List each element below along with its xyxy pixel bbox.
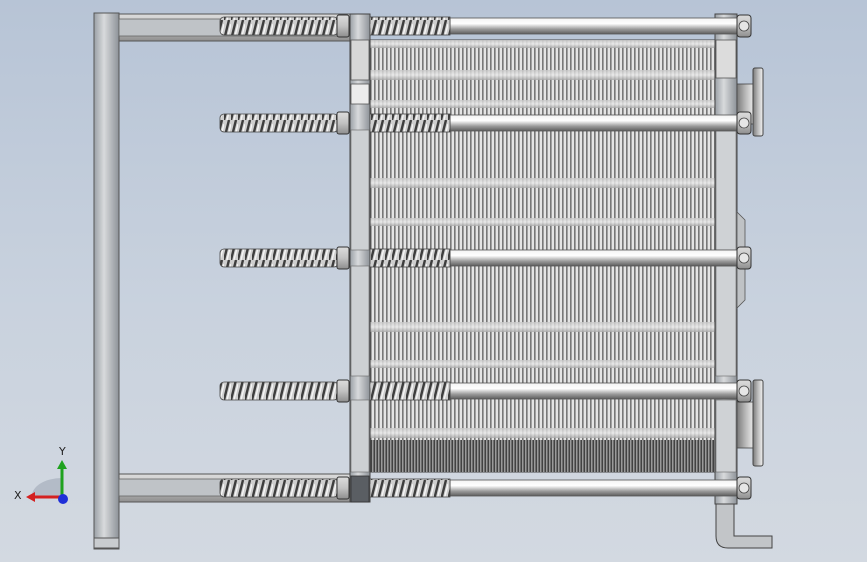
rod-upper[interactable] xyxy=(219,111,752,135)
rod-nut-left xyxy=(336,111,350,135)
rod-end-cap xyxy=(738,252,750,264)
rod-body xyxy=(449,249,741,267)
rod-nut-left xyxy=(336,246,350,270)
frame-foot[interactable] xyxy=(715,503,773,549)
rod-middle[interactable] xyxy=(219,246,752,270)
nozzle-lower[interactable] xyxy=(736,379,764,467)
rod-lower[interactable] xyxy=(219,379,752,403)
rod-nut-left xyxy=(336,14,350,38)
pressure-plate[interactable] xyxy=(349,13,371,503)
rod-thread-outer xyxy=(219,16,339,36)
y-axis-arrow-icon xyxy=(57,460,67,469)
rod-thread-inner xyxy=(369,478,451,498)
rod-body xyxy=(449,17,741,35)
tie-rods[interactable] xyxy=(219,14,752,500)
rod-body xyxy=(449,479,741,497)
z-axis-dot-icon xyxy=(58,494,68,504)
support-frame[interactable] xyxy=(93,12,352,550)
rod-thread-inner xyxy=(369,113,451,133)
rod-thread-inner xyxy=(369,248,451,268)
rod-end-cap xyxy=(738,482,750,494)
rod-end-cap xyxy=(738,385,750,397)
rod-thread-inner xyxy=(369,16,451,36)
x-axis-label: X xyxy=(14,489,22,502)
rod-thread-inner xyxy=(369,381,451,401)
rod-nut-left xyxy=(336,379,350,403)
rod-end-cap xyxy=(738,117,750,129)
x-axis-arrow-icon xyxy=(26,492,35,502)
rod-top[interactable] xyxy=(219,14,752,38)
rod-nut-left xyxy=(336,476,350,500)
orientation-triad: X Y xyxy=(14,445,68,504)
rod-body xyxy=(449,382,741,400)
rod-end-cap xyxy=(738,20,750,32)
rod-body xyxy=(449,114,741,132)
rod-thread-outer xyxy=(219,113,339,133)
rod-thread-outer xyxy=(219,381,339,401)
rod-thread-outer xyxy=(219,248,339,268)
rod-bottom[interactable] xyxy=(219,476,752,500)
left-support-post[interactable] xyxy=(93,12,120,550)
y-axis-label: Y xyxy=(58,445,66,458)
rod-thread-outer xyxy=(219,478,339,498)
